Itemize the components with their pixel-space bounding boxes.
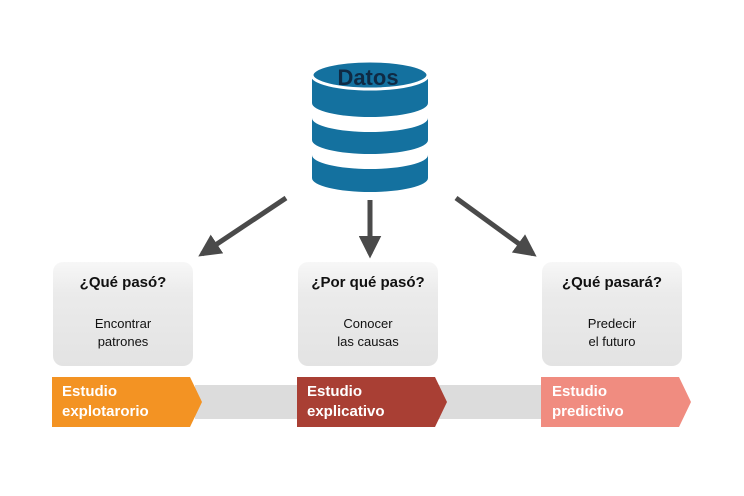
card-1: ¿Por qué pasó? Conocer las causas bbox=[298, 262, 438, 366]
database-icon: Datos bbox=[310, 59, 430, 192]
study-2-line1: Estudio bbox=[552, 383, 607, 400]
arrow-to-explorativo bbox=[198, 195, 288, 257]
card-1-description-line2: las causas bbox=[337, 334, 399, 349]
study-2-line2: predictivo bbox=[552, 403, 624, 420]
arrows bbox=[198, 195, 537, 259]
card-1-question: ¿Por qué pasó? bbox=[311, 274, 424, 291]
study-banner-2: Estudio predictivo bbox=[541, 377, 691, 427]
database-label: Datos bbox=[337, 65, 398, 90]
study-banner-1: Estudio explicativo bbox=[297, 377, 447, 427]
card-2-question: ¿Qué pasará? bbox=[562, 274, 662, 291]
card-2-description-line2: el futuro bbox=[589, 334, 636, 349]
study-0-line2: explotarorio bbox=[62, 403, 149, 420]
card-1-description-line1: Conocer bbox=[343, 316, 393, 331]
card-0-description-line1: Encontrar bbox=[95, 316, 152, 331]
card-0-question: ¿Qué pasó? bbox=[80, 274, 167, 291]
card-2: ¿Qué pasará? Predecir el futuro bbox=[542, 262, 682, 366]
card-0-description-line2: patrones bbox=[98, 334, 149, 349]
study-1-line2: explicativo bbox=[307, 403, 385, 420]
study-0-line1: Estudio bbox=[62, 383, 117, 400]
arrow-to-predictivo bbox=[454, 195, 537, 257]
study-banner-0: Estudio explotarorio bbox=[52, 377, 202, 427]
card-0: ¿Qué pasó? Encontrar patrones bbox=[53, 262, 193, 366]
study-1-line1: Estudio bbox=[307, 383, 362, 400]
card-2-description-line1: Predecir bbox=[588, 316, 637, 331]
